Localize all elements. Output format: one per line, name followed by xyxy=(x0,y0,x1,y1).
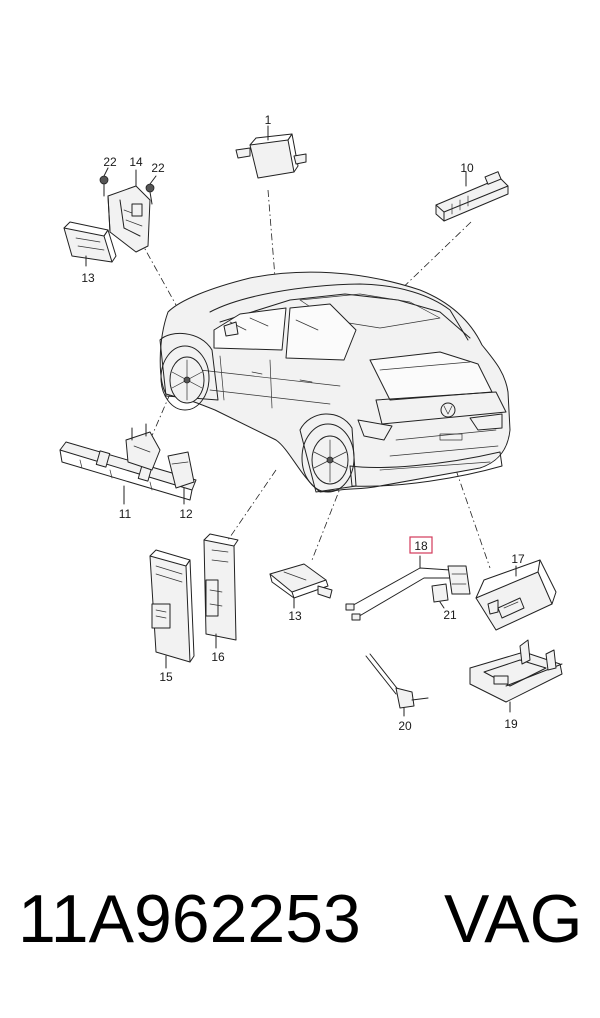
part-12-bracket xyxy=(125,423,195,505)
part-17-module xyxy=(475,559,557,631)
label-22-right: 22 xyxy=(151,161,165,175)
part-number: 11A962253 xyxy=(18,881,361,957)
highlight-box-18 xyxy=(409,536,433,554)
part-10-antenna-module xyxy=(435,171,509,222)
label-20: 20 xyxy=(398,719,412,733)
part-18-antenna-cable xyxy=(345,555,471,621)
part-labels: 1 10 22 14 22 13 11 12 13 18 17 21 15 16… xyxy=(81,113,525,733)
part-13-control-unit-upper xyxy=(63,221,117,267)
label-16: 16 xyxy=(211,650,225,664)
label-17: 17 xyxy=(511,552,525,566)
label-10: 10 xyxy=(460,161,474,175)
label-19: 19 xyxy=(504,717,518,731)
label-11: 11 xyxy=(119,507,132,521)
brand-name: VAG xyxy=(444,881,583,957)
label-12: 12 xyxy=(179,507,193,521)
label-22-left: 22 xyxy=(103,155,117,169)
part-14-bracket xyxy=(107,169,151,253)
parts-diagram: 1 10 22 14 22 13 11 12 13 18 17 21 15 16… xyxy=(59,113,563,733)
label-1: 1 xyxy=(265,113,272,127)
label-21: 21 xyxy=(443,608,457,622)
part-19-cover xyxy=(469,639,563,713)
label-15: 15 xyxy=(159,670,173,684)
part-20-cable-tie xyxy=(365,653,429,717)
part-15-control-unit xyxy=(149,549,195,669)
part-16-control-unit xyxy=(203,533,239,649)
label-18: 18 xyxy=(414,539,428,553)
label-14: 14 xyxy=(129,155,143,169)
label-13-upper: 13 xyxy=(81,271,95,285)
footer: 11A962253 VAG xyxy=(0,880,600,990)
part-22-screws xyxy=(99,167,157,205)
part-1-control-unit xyxy=(235,125,307,179)
part-21-connector xyxy=(431,583,449,609)
label-13-lower: 13 xyxy=(288,609,302,623)
vehicle-illustration xyxy=(159,271,511,493)
part-13-control-unit-lower xyxy=(269,563,333,609)
